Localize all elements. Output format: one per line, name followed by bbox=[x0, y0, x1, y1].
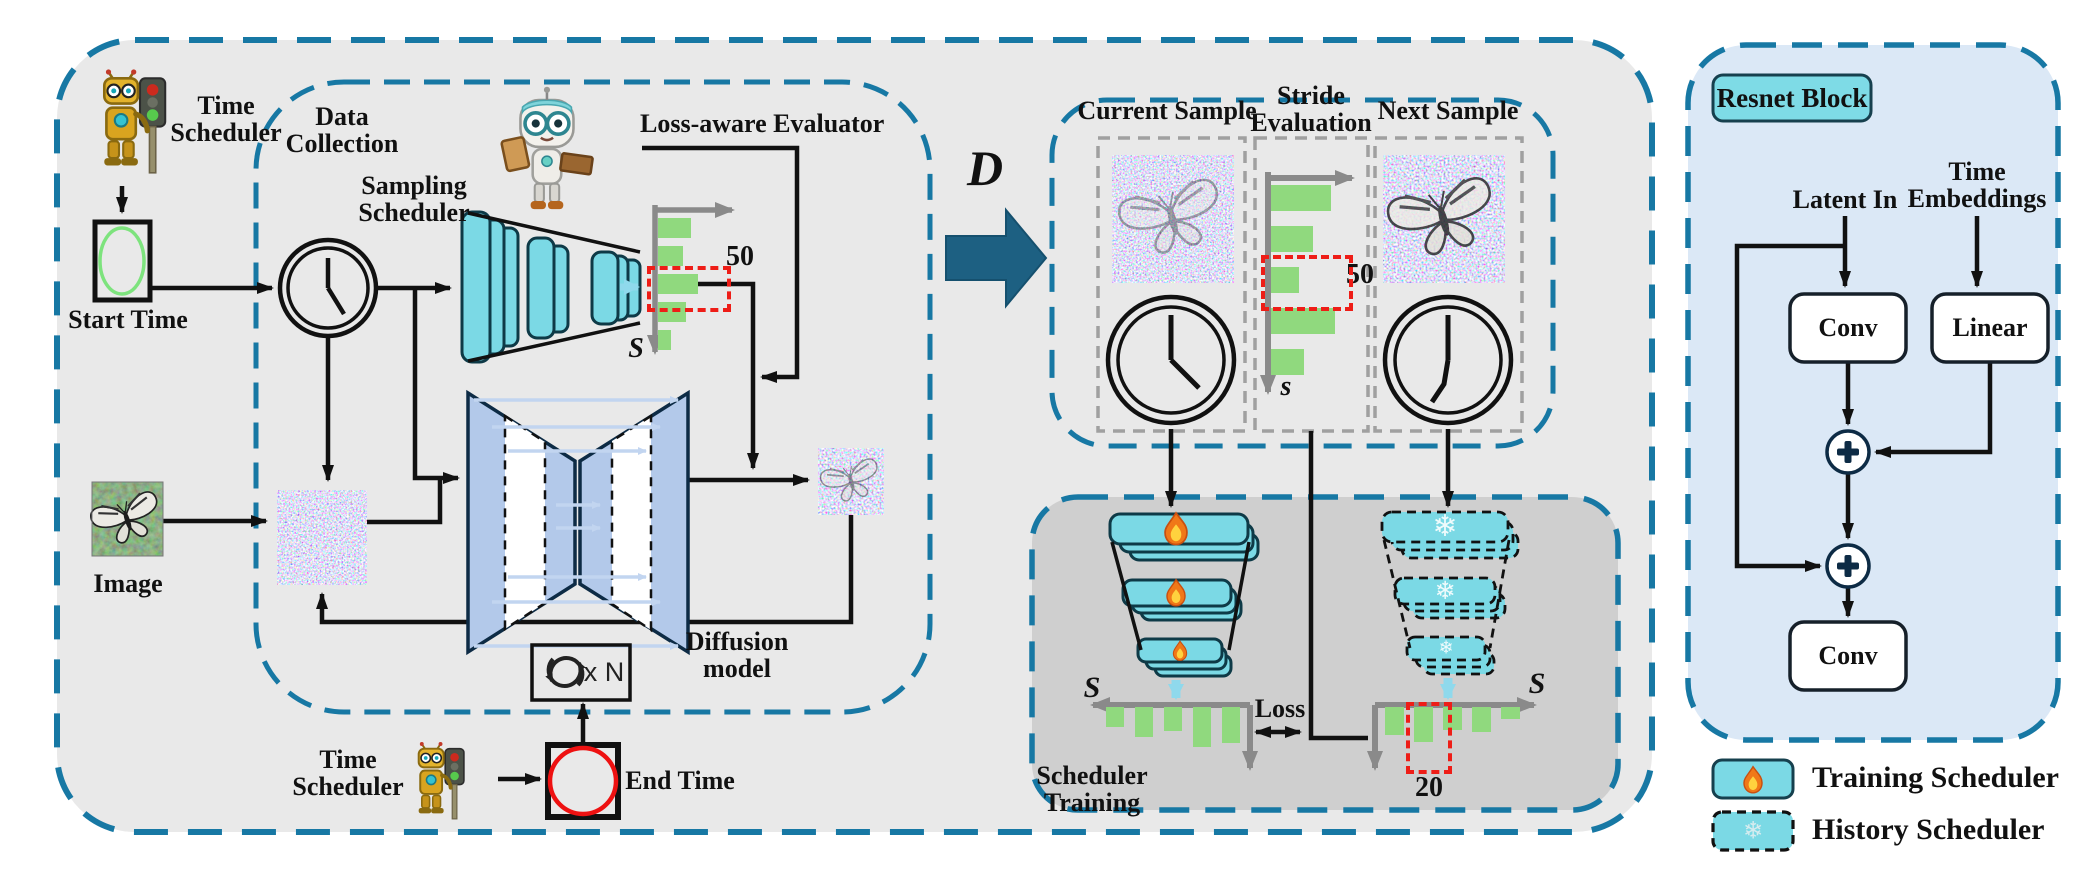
training-chart-axes bbox=[1090, 697, 1537, 771]
diffusion-unet bbox=[466, 389, 690, 656]
end-time-box bbox=[545, 742, 621, 820]
stride-highlight bbox=[1261, 255, 1353, 311]
start-time-label: Start Time bbox=[68, 305, 188, 334]
scheduler-training-panel bbox=[1029, 494, 1621, 813]
training-bar-chart bbox=[1106, 707, 1240, 747]
current-time-clock-icon bbox=[1105, 294, 1237, 426]
conv-top-label: Conv bbox=[1818, 313, 1878, 342]
conv-bottom-box bbox=[1788, 620, 1908, 692]
next-time-clock-icon bbox=[1382, 294, 1514, 426]
training-scheduler-funnel bbox=[1108, 512, 1260, 678]
evaluator-axis-label: S bbox=[628, 333, 644, 364]
legend-training-chip bbox=[1711, 758, 1795, 800]
snowflake-icon: ❄ bbox=[1432, 508, 1458, 544]
current-sample-image bbox=[1112, 155, 1234, 283]
loop-count-label: x N bbox=[583, 657, 625, 687]
stride-chart-axes bbox=[1260, 170, 1355, 395]
resnet-title-badge bbox=[1711, 73, 1873, 123]
skip-connection-arrows bbox=[474, 396, 679, 650]
add-node-1-icon bbox=[1825, 429, 1871, 475]
history-axis-label: S bbox=[1528, 667, 1546, 700]
linear-box bbox=[1930, 292, 2050, 364]
evaluator-chart-axes bbox=[647, 202, 735, 355]
sampling-clock-icon bbox=[277, 237, 379, 339]
snowflake-icon: ❄ bbox=[1742, 816, 1764, 845]
end-time-label: End Time bbox=[625, 766, 735, 795]
loop-icon bbox=[545, 656, 586, 688]
sampling-scheduler-funnel bbox=[460, 210, 642, 364]
sampling-panel bbox=[1049, 97, 1556, 449]
image-label: Image bbox=[93, 569, 163, 598]
resnet-title: Resnet Block bbox=[1716, 83, 1868, 113]
latent-in-label: Latent In bbox=[1792, 185, 1898, 214]
stride-axis-label: s bbox=[1280, 371, 1292, 402]
distribution-label: D bbox=[966, 140, 1004, 196]
distribution-arrow bbox=[945, 207, 1048, 309]
legend-history-chip bbox=[1711, 810, 1795, 852]
current-sample-label: Current Sample bbox=[1077, 96, 1257, 125]
history-stride-value: 20 bbox=[1415, 772, 1443, 803]
loss-aware-evaluator-label: Loss-aware Evaluator bbox=[640, 109, 885, 138]
end-time-circle bbox=[547, 745, 619, 817]
noisy-latent-image bbox=[277, 490, 367, 585]
conv-top-box bbox=[1788, 292, 1908, 364]
history-scheduler-funnel bbox=[1380, 510, 1520, 676]
legend-training-label: Training Scheduler bbox=[1812, 761, 2059, 794]
conv-bottom-label: Conv bbox=[1818, 641, 1878, 670]
resnet-wires bbox=[1734, 216, 1993, 618]
add-node-2-icon bbox=[1825, 543, 1871, 589]
next-sample-label: Next Sample bbox=[1377, 96, 1519, 125]
history-bar-chart bbox=[1385, 707, 1520, 742]
next-sample-image bbox=[1383, 155, 1505, 283]
input-image-butterfly bbox=[87, 481, 167, 557]
loop-xn-box bbox=[530, 643, 632, 702]
start-time-circle bbox=[98, 226, 146, 296]
training-axis-label: S bbox=[1083, 671, 1101, 704]
connector-lines bbox=[116, 145, 1454, 785]
loss-label: Loss bbox=[1254, 694, 1306, 723]
linear-label: Linear bbox=[1952, 313, 2028, 342]
data-collection-panel bbox=[253, 79, 933, 715]
snowflake-icon: ❄ bbox=[1438, 637, 1454, 659]
history-stride-highlight bbox=[1406, 702, 1452, 774]
snowflake-icon: ❄ bbox=[1434, 576, 1456, 606]
start-time-box bbox=[92, 219, 153, 303]
evaluator-bar-chart bbox=[658, 218, 698, 358]
stride-bar-chart bbox=[1271, 185, 1335, 390]
legend-history-label: History Scheduler bbox=[1812, 813, 2045, 846]
denoised-output-image bbox=[817, 448, 885, 515]
evaluator-stride-highlight bbox=[647, 266, 731, 312]
